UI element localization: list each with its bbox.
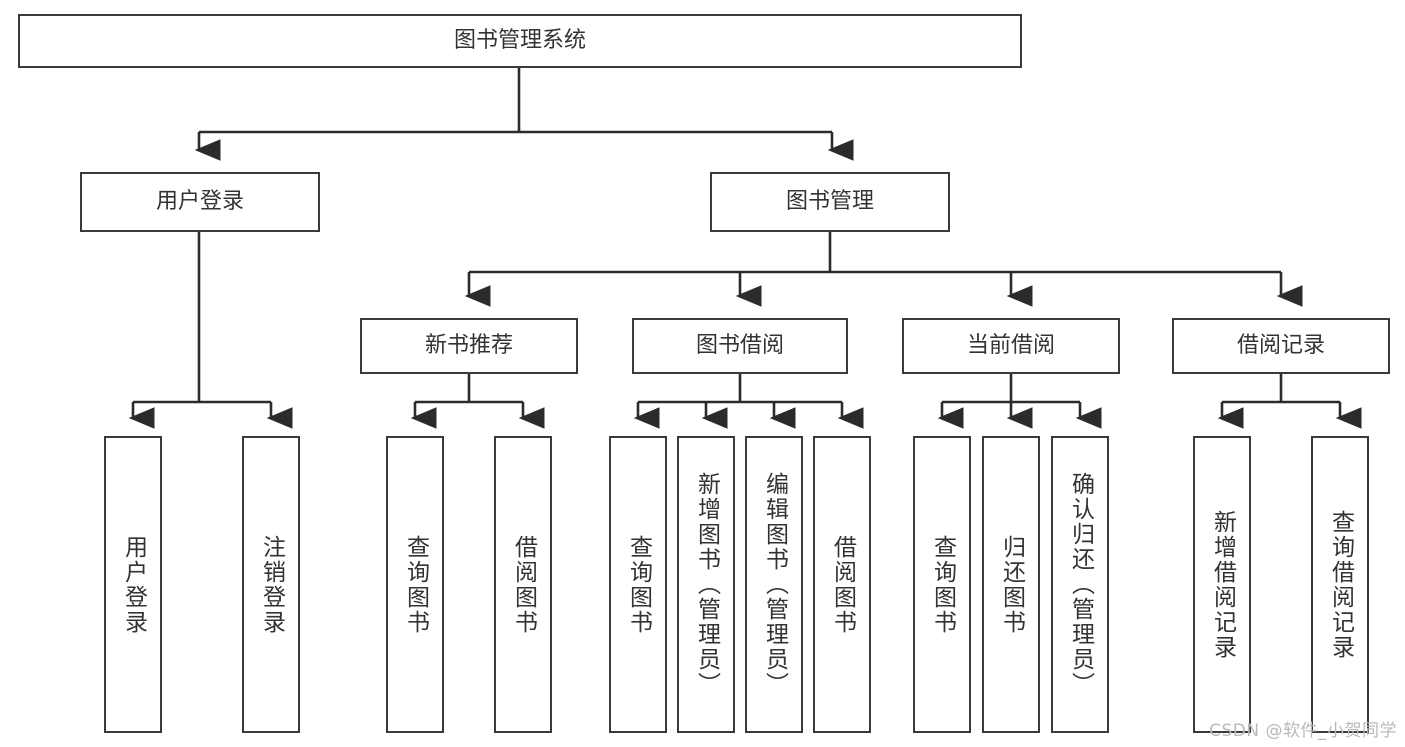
node-book-manage[interactable]: 图书管理	[710, 172, 950, 232]
node-user-login-label: 用户登录	[155, 188, 244, 214]
leaf-query-book-1-label: 查询图书	[402, 534, 429, 635]
leaf-add-book-label: 新增图书（管理员）	[693, 472, 720, 697]
leaf-confirm-return-label: 确认归还（管理员）	[1067, 472, 1094, 697]
node-book-borrow-label: 图书借阅	[695, 332, 784, 358]
leaf-query-book-3-label: 查询图书	[929, 534, 956, 635]
node-user-login[interactable]: 用户登录	[80, 172, 320, 232]
leaf-query-book-2-label: 查询图书	[625, 534, 652, 635]
node-new-book-recommend[interactable]: 新书推荐	[360, 318, 578, 374]
node-borrow-record[interactable]: 借阅记录	[1172, 318, 1390, 374]
leaf-edit-book[interactable]: 编辑图书（管理员）	[745, 436, 803, 733]
leaf-query-book-1[interactable]: 查询图书	[386, 436, 444, 733]
leaf-return-book[interactable]: 归还图书	[982, 436, 1040, 733]
leaf-query-record[interactable]: 查询借阅记录	[1311, 436, 1369, 733]
leaf-user-login[interactable]: 用户登录	[104, 436, 162, 733]
leaf-add-book[interactable]: 新增图书（管理员）	[677, 436, 735, 733]
leaf-borrow-book-2[interactable]: 借阅图书	[813, 436, 871, 733]
node-borrow-record-label: 借阅记录	[1236, 332, 1325, 358]
leaf-logout[interactable]: 注销登录	[242, 436, 300, 733]
leaf-query-book-2[interactable]: 查询图书	[609, 436, 667, 733]
leaf-confirm-return[interactable]: 确认归还（管理员）	[1051, 436, 1109, 733]
node-book-manage-label: 图书管理	[785, 188, 874, 214]
leaf-borrow-book-2-label: 借阅图书	[829, 534, 856, 635]
node-current-borrow-label: 当前借阅	[966, 332, 1055, 358]
node-root-label: 图书管理系统	[453, 27, 586, 53]
leaf-borrow-book-1[interactable]: 借阅图书	[494, 436, 552, 733]
leaf-query-record-label: 查询借阅记录	[1327, 509, 1354, 660]
watermark: CSDN @软件_小贺同学	[1209, 721, 1397, 741]
node-book-borrow[interactable]: 图书借阅	[632, 318, 848, 374]
leaf-logout-label: 注销登录	[258, 534, 285, 635]
leaf-edit-book-label: 编辑图书（管理员）	[761, 472, 788, 697]
node-root[interactable]: 图书管理系统	[18, 14, 1022, 68]
leaf-user-login-label: 用户登录	[120, 534, 147, 635]
leaf-return-book-label: 归还图书	[998, 534, 1025, 635]
leaf-query-book-3[interactable]: 查询图书	[913, 436, 971, 733]
node-new-book-recommend-label: 新书推荐	[424, 332, 513, 358]
leaf-add-record[interactable]: 新增借阅记录	[1193, 436, 1251, 733]
node-current-borrow[interactable]: 当前借阅	[902, 318, 1120, 374]
leaf-add-record-label: 新增借阅记录	[1209, 509, 1236, 660]
leaf-borrow-book-1-label: 借阅图书	[510, 534, 537, 635]
